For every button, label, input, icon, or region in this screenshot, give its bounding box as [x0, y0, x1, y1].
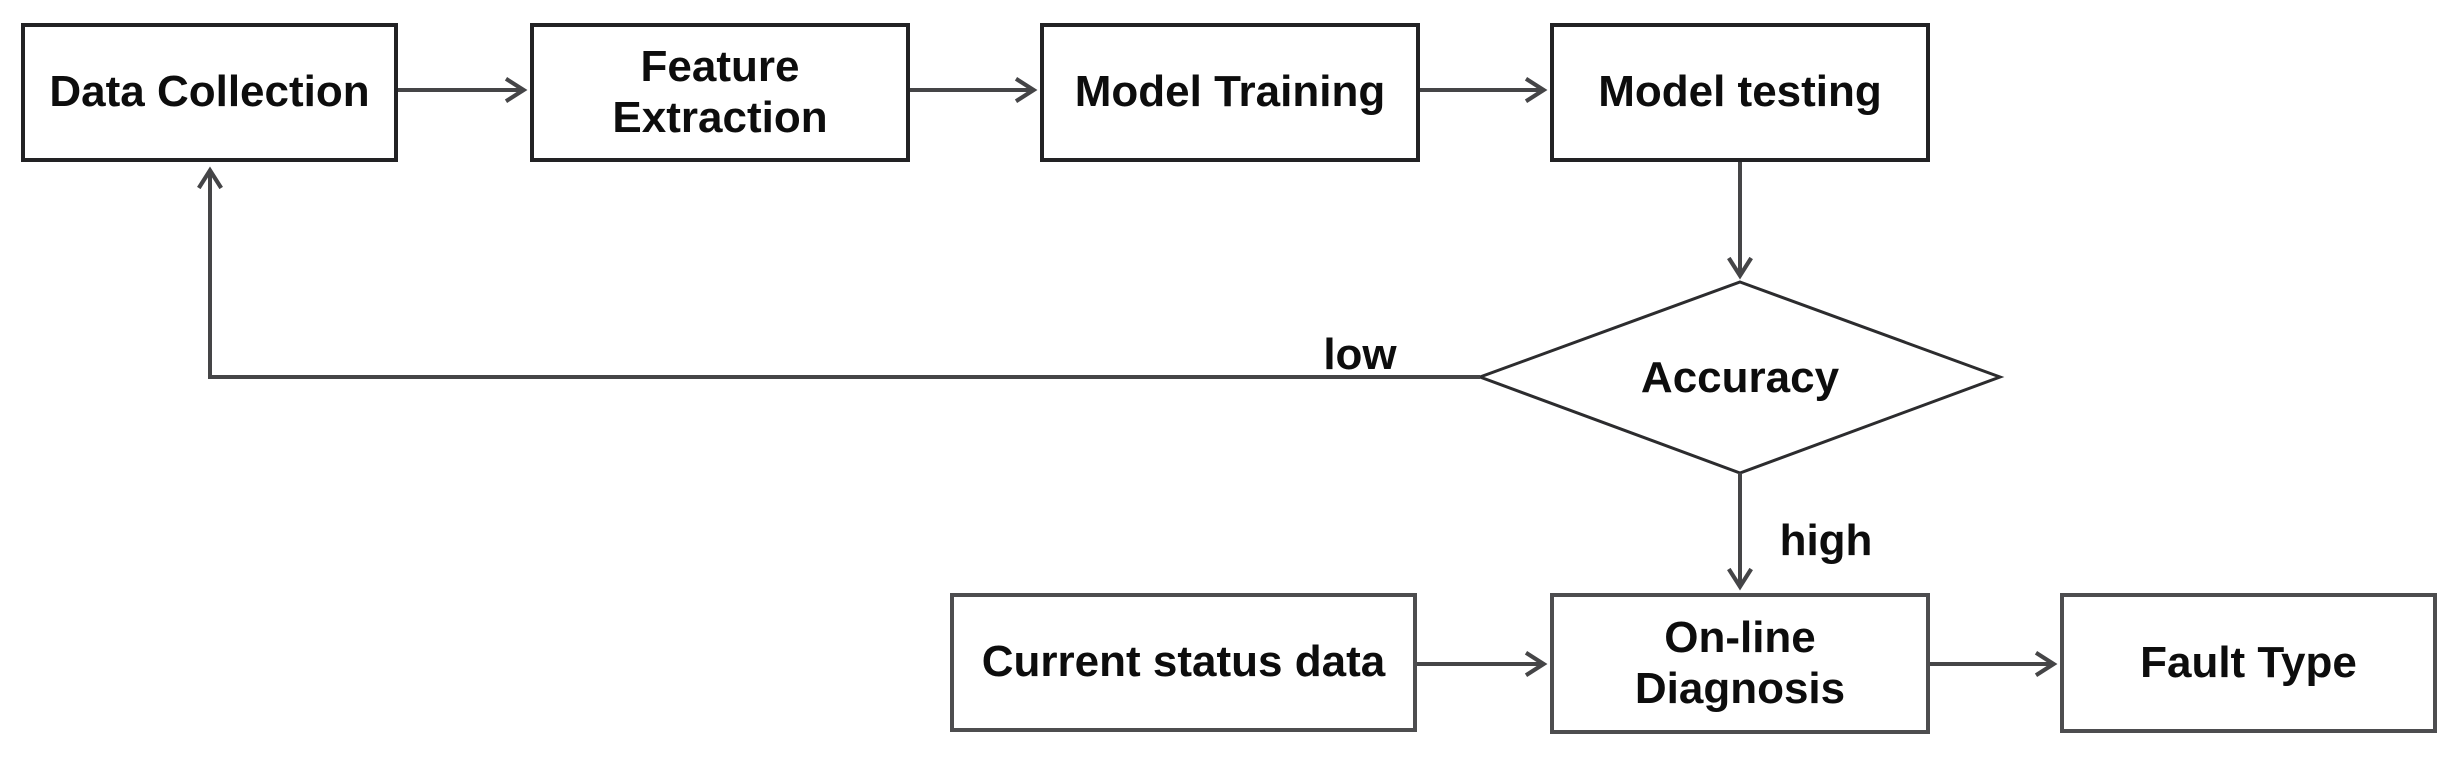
node-model-testing-label: Model testing: [1598, 67, 1882, 117]
node-accuracy-label: Accuracy: [1640, 352, 1840, 402]
node-data-collection: Data Collection: [21, 23, 398, 162]
node-feature-extraction: Feature Extraction: [530, 23, 910, 162]
node-model-training: Model Training: [1040, 23, 1420, 162]
node-online-diagnosis: On-line Diagnosis: [1550, 593, 1930, 734]
node-model-testing: Model testing: [1550, 23, 1930, 162]
node-current-status-data: Current status data: [950, 593, 1417, 732]
node-model-training-label: Model Training: [1074, 67, 1386, 117]
node-feature-extraction-label: Feature Extraction: [612, 42, 828, 142]
edge-label-high: high: [1779, 516, 1873, 565]
edge-label-low: low: [1323, 330, 1397, 379]
node-online-diagnosis-label: On-line Diagnosis: [1634, 613, 1846, 713]
node-current-status-data-label: Current status data: [981, 637, 1386, 687]
node-fault-type: Fault Type: [2060, 593, 2437, 733]
node-accuracy: Accuracy: [1480, 282, 2000, 473]
node-data-collection-label: Data Collection: [49, 67, 370, 117]
edge-accuracy-data-collection-low: [197, 166, 1480, 379]
node-fault-type-label: Fault Type: [2140, 637, 2357, 687]
